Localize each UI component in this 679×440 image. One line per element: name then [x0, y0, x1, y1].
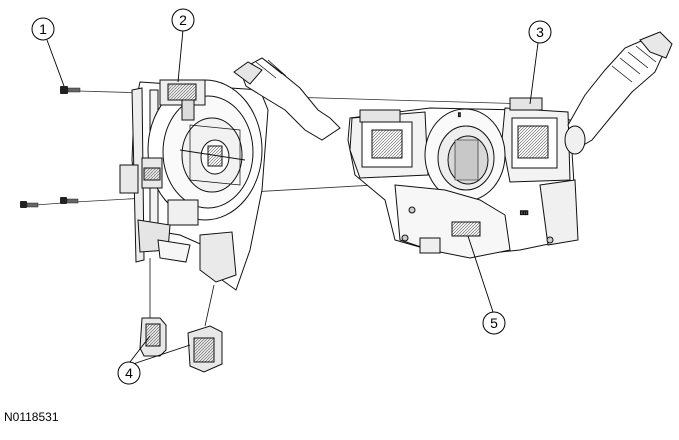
figure-code: N0118531: [4, 410, 59, 424]
callout-4: 4: [117, 361, 141, 385]
callout-1: 1: [31, 17, 55, 41]
screw-lower-mid: [60, 197, 79, 204]
callout-2-label: 2: [179, 12, 187, 28]
callout-4-label: 4: [125, 365, 133, 381]
callout-5-label: 5: [490, 315, 498, 331]
right-lever: [564, 31, 673, 155]
electrical-connectors: [139, 258, 223, 373]
callout-1-label: 1: [39, 21, 47, 37]
clockspring-assembly: [119, 79, 269, 291]
multifunction-switch-housing: ▯ ▯▯▯: [347, 97, 579, 259]
callout-2: 2: [171, 8, 195, 32]
callout-3-label: 3: [536, 24, 544, 40]
svg-text:▯▯▯: ▯▯▯: [520, 210, 529, 216]
callout-5: 5: [482, 311, 506, 335]
screw-lower-left: [20, 201, 39, 208]
callout-3: 3: [528, 20, 552, 44]
callout-leaders: [46, 29, 539, 365]
screw-top: [60, 86, 81, 94]
svg-text:▯: ▯: [458, 112, 461, 118]
left-lever: [233, 57, 341, 141]
